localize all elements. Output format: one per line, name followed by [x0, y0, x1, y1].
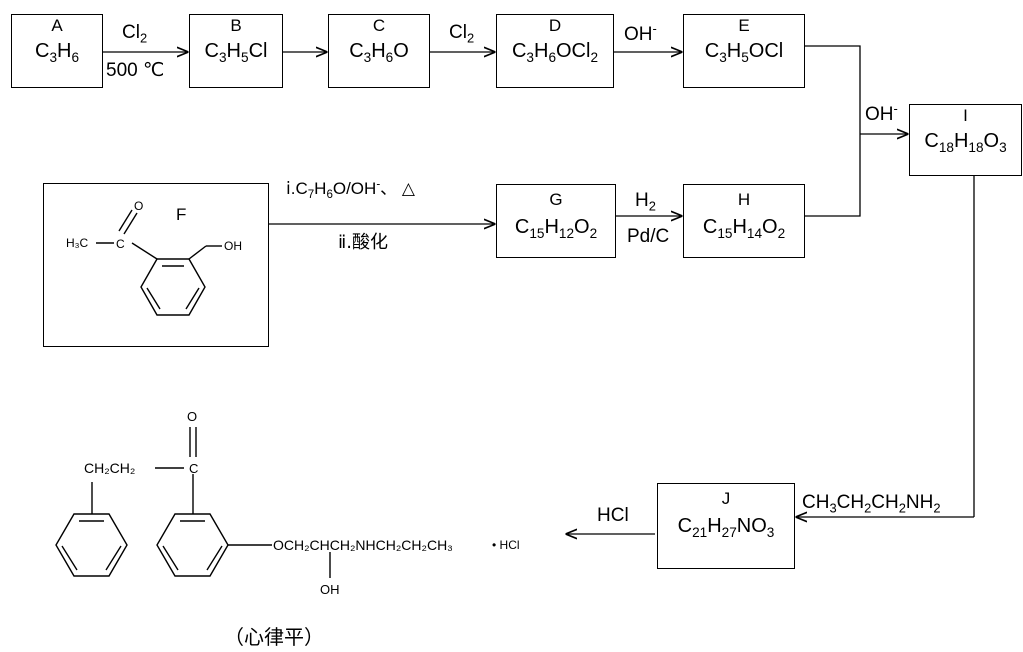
compound-label-c: C	[372, 16, 386, 35]
compound-label-g: G	[549, 190, 563, 209]
condition-i-j: CH3CH2CH2NH2	[802, 492, 941, 516]
compound-box-h: H C15H14O2	[683, 184, 805, 258]
compound-label-b: B	[230, 16, 242, 35]
condition-j-product: HCl	[597, 505, 629, 526]
compound-box-a: A C3H6	[11, 14, 103, 88]
structure-f-methyl: H₃C	[66, 236, 89, 250]
structure-f-oxygen: O	[134, 199, 143, 213]
compound-label-i: I	[963, 106, 968, 125]
compound-formula-g: C15H12O2	[514, 216, 598, 241]
compound-box-e: E C3H5OCl	[683, 14, 805, 88]
condition-c-d-top: Cl2	[449, 22, 475, 46]
condition-g-h-top: H2	[635, 190, 656, 214]
compound-formula-d: C3H6OCl2	[511, 40, 599, 65]
condition-to-i: OH-	[865, 100, 898, 125]
compound-box-d: D C3H6OCl2	[496, 14, 614, 88]
compound-label-a: A	[51, 16, 63, 35]
structure-f-label: F	[176, 205, 186, 224]
condition-a-b-bottom: 500 ℃	[106, 60, 165, 81]
compound-box-f	[43, 183, 269, 347]
condition-d-e-top: OH-	[624, 20, 657, 45]
compound-box-g: G C15H12O2	[496, 184, 616, 258]
product-name: （心律平）	[224, 625, 324, 649]
connector-e-down	[805, 45, 861, 217]
condition-a-b-top: Cl2	[122, 22, 148, 46]
product-salt: • HCl	[492, 538, 520, 552]
condition-f-g-top: ⅰ.C7H6O/OH-、 △	[286, 178, 415, 202]
product-carbonyl-c: C	[189, 461, 198, 476]
product-side-chain: OCH₂CHCH₂NHCH₂CH₂CH₃	[273, 537, 453, 553]
product-structure	[55, 427, 331, 578]
compound-box-c: C C3H6O	[328, 14, 430, 88]
product-hydroxyl: OH	[320, 582, 340, 597]
product-oxygen: O	[187, 409, 197, 424]
compound-box-b: B C3H5Cl	[189, 14, 283, 88]
compound-label-j: J	[721, 489, 731, 508]
compound-formula-j: C21H27NO3	[677, 515, 775, 540]
compound-formula-h: C15H14O2	[702, 216, 786, 241]
product-chain: CH₂CH₂	[84, 460, 135, 476]
structure-f-hydroxyl: OH	[224, 239, 242, 253]
condition-g-h-bottom: Pd/C	[627, 226, 670, 247]
structure-f	[96, 209, 222, 316]
compound-label-d: D	[548, 16, 562, 35]
compound-formula-b: C3H5Cl	[204, 40, 268, 65]
compound-label-e: E	[738, 16, 750, 35]
compound-formula-i: C18H18O3	[924, 130, 1007, 155]
condition-f-g-bottom: ⅱ.酸化	[338, 232, 388, 253]
compound-box-i: I C18H18O3	[909, 104, 1022, 176]
compound-formula-e: C3H5OCl	[704, 40, 784, 65]
compound-formula-c: C3H6O	[349, 40, 409, 65]
compound-label-h: H	[737, 190, 751, 209]
compound-formula-a: C3H6	[34, 40, 80, 65]
structure-f-carbonyl-c: C	[116, 237, 125, 251]
compound-box-j: J C21H27NO3	[657, 483, 795, 569]
